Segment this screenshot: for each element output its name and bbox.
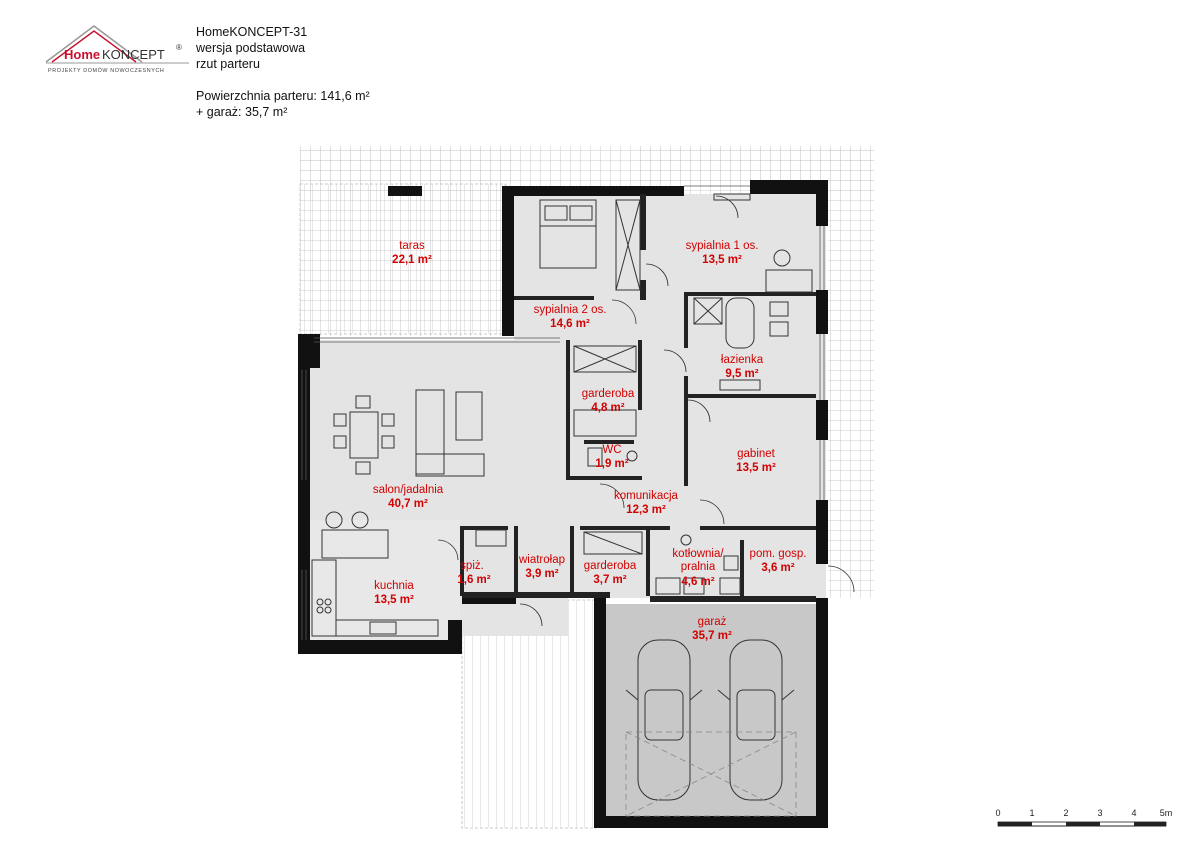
brand-name-koncept: KONCEPT [102,47,165,62]
ground-floor-area: Powierzchnia parteru: 141,6 m² [196,89,370,103]
coffee-table [455,391,483,441]
garage-door-swing [625,731,797,817]
room-name-sypialnia-2: sypialnia 2 os. [533,304,607,316]
room-area-salon: 40,7 m² [388,498,428,510]
room-name-pom-gosp: pom. gosp. [749,548,807,560]
brand-logo: Home KONCEPT ® PROJEKTY DOMÓW NOWOCZESNY… [45,25,189,74]
wardrobe-bedroom-2 [615,199,641,291]
scale-tick-5m: 5m [1159,808,1173,818]
plan-view: rzut parteru [196,57,260,71]
scale-tick-3: 3 [1097,808,1103,818]
windows [301,185,825,640]
kitchen-counter [311,559,439,637]
interior-walls [460,194,816,602]
terrace-deck [299,183,507,335]
room-area-kotlownia: 4,6 m² [681,576,715,588]
scale-tick-2: 2 [1063,808,1069,818]
room-name-komunikacja: komunikacja [614,490,678,502]
room-area-pom-gosp: 3,6 m² [761,562,795,574]
car-right [717,639,795,801]
desk-bedroom-1 [713,193,813,293]
brand-tagline: PROJEKTY DOMÓW NOWOCZESNYCH [48,67,164,74]
room-name-kotlownia: kotłownia/ pralnia [672,548,724,573]
brand-name-home: Home [64,47,100,62]
paving-grid-right [828,146,874,598]
room-area-kuchnia: 13,5 m² [374,594,414,606]
room-name-gabinet: gabinet [737,448,775,460]
room-name-spizarnia: spiż. [460,560,484,572]
room-name-sypialnia-1: sypialnia 1 os. [685,240,759,252]
room-area-lazienka: 9,5 m² [725,368,759,380]
room-area-garderoba-1: 4,8 m² [591,402,625,414]
sofa-corner [415,389,485,477]
room-name-garderoba-1: garderoba [581,388,635,400]
wardrobe-garderoba [573,345,643,555]
room-name-taras: taras [399,240,425,252]
room-name-wiatrolap: wiatrołap [518,554,566,566]
kitchen-island [321,529,389,559]
paving-grid-top-right [640,146,874,184]
floor-kitchen-ext [310,520,460,646]
room-name-garderoba-2: garderoba [583,560,637,572]
room-area-taras: 22,1 m² [392,254,432,266]
room-name-lazienka: łazienka [720,354,764,366]
wc-fixtures [587,447,638,467]
brand-registered: ® [176,43,182,52]
garage-area: + garaż: 35,7 m² [196,105,288,119]
room-area-sypialnia-2: 14,6 m² [550,318,590,330]
bathroom-fixtures [693,297,789,391]
room-area-gabinet: 13,5 m² [736,462,776,474]
room-name-wc: WC [602,444,622,456]
project-title: HomeKONCEPT-31 [196,25,308,39]
room-name-garaz: garaż [697,616,727,628]
bar-stools [325,511,369,529]
room-area-spizarnia: 1,6 m² [457,574,491,586]
dining-table-set [333,395,395,475]
floor-bedrooms [514,194,826,344]
scale-tick-1: 1 [1029,808,1035,818]
car-left [625,639,703,801]
room-name-salon: salon/jadalnia [372,484,444,496]
boiler-room-fixtures [475,529,741,595]
room-area-wiatrolap: 3,9 m² [525,568,559,580]
bed-double [539,199,597,269]
door-swings [437,195,855,627]
room-area-wc: 1,9 m² [595,458,629,470]
scale-tick-0: 0 [995,808,1001,818]
room-area-sypialnia-1: 13,5 m² [702,254,742,266]
room-area-komunikacja: 12,3 m² [626,504,666,516]
room-area-garderoba-2: 3,7 m² [593,574,627,586]
exterior-walls [298,180,828,828]
scale-tick-4: 4 [1131,808,1137,818]
project-variant: wersja podstawowa [196,41,306,55]
room-area-garaz: 35,7 m² [692,630,732,642]
room-name-kuchnia: kuchnia [374,580,414,592]
